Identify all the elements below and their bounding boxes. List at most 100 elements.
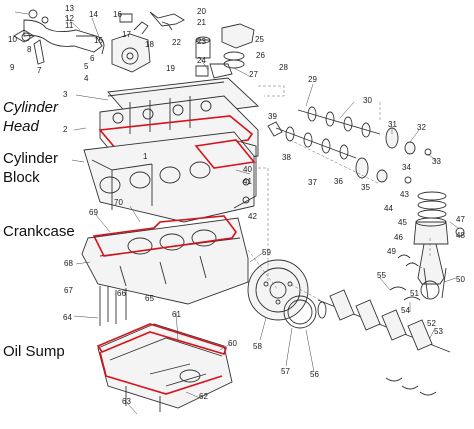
sump-base-highlight [99,351,223,395]
callout-42: 42 [248,212,257,221]
callout-25: 25 [255,35,264,44]
callout-64: 64 [63,313,72,322]
callout-11: 11 [65,21,74,30]
callout-21: 21 [197,18,206,27]
callout-numbers: 1 2 3 4 5 6 7 8 9 10 11 12 13 14 15 16 1… [8,4,465,406]
callout-44: 44 [384,204,393,213]
callout-36: 36 [334,177,343,186]
callout-4: 4 [84,74,89,83]
crankcase [81,215,249,305]
label-cylinder-head-1: Cylinder [3,99,59,116]
callout-24: 24 [197,56,206,65]
callout-32: 32 [417,123,426,132]
callout-62: 62 [199,392,208,401]
callout-12: 12 [65,14,74,23]
callout-51: 51 [410,289,419,298]
sump-gasket-highlight [96,323,228,355]
callout-66: 66 [117,289,126,298]
callout-63: 63 [122,397,131,406]
callout-45: 45 [398,218,407,227]
callout-58: 58 [253,342,262,351]
callout-52: 52 [427,319,436,328]
callout-65: 65 [145,294,154,303]
callout-22: 22 [172,38,181,47]
callout-38: 38 [282,153,291,162]
callout-6: 6 [90,54,95,63]
callout-53: 53 [434,327,443,336]
callout-60: 60 [228,339,237,348]
callout-9: 9 [10,63,15,72]
callout-13: 13 [65,4,74,13]
label-cylinder-head-2: Head [3,118,40,135]
flywheel [247,259,309,321]
leader-lines [14,11,459,415]
callout-68: 68 [64,259,73,268]
callout-40: 40 [243,165,252,174]
callout-57: 57 [281,367,290,376]
callout-54: 54 [401,306,410,315]
sump-bolts [99,286,161,412]
callout-41: 41 [243,177,252,186]
piston-assembly [397,191,465,300]
callout-31: 31 [388,120,397,129]
callout-16: 16 [113,10,122,19]
callout-35: 35 [361,183,370,192]
callout-61: 61 [172,310,181,319]
callout-26: 26 [256,51,265,60]
callout-67: 67 [64,286,73,295]
callout-28: 28 [279,63,288,72]
callout-47: 47 [456,215,465,224]
camshaft-lower [267,121,412,184]
label-cylinder-block-1: Cylinder [3,150,58,167]
label-oil-sump: Oil Sump [3,343,65,360]
callout-10: 10 [8,35,17,44]
label-crankcase: Crankcase [3,223,75,240]
callout-30: 30 [363,96,372,105]
oil-sump [96,323,233,409]
small-fitting [195,36,211,77]
block-gasket-highlight [194,139,256,169]
crank-seal [283,295,317,329]
callout-14: 14 [89,10,98,19]
callout-2: 2 [63,125,68,134]
callout-50: 50 [456,275,465,284]
temperature-sender [149,11,185,31]
callout-23: 23 [197,37,206,46]
pressure-cap [209,23,255,79]
callout-1: 1 [143,152,148,161]
callout-37: 37 [308,178,317,187]
callout-49: 49 [387,247,396,256]
callout-55: 55 [377,271,386,280]
crankcase-gasket-highlight [92,215,237,257]
callout-15: 15 [94,36,103,45]
callout-33: 33 [432,157,441,166]
callout-19: 19 [166,64,175,73]
callout-69: 69 [89,208,98,217]
callout-56: 56 [310,370,319,379]
callout-46: 46 [394,233,403,242]
callout-48: 48 [456,231,465,240]
assembly-lines [247,85,431,301]
callout-43: 43 [400,190,409,199]
callout-70: 70 [114,198,123,207]
callout-7: 7 [37,66,42,75]
callout-39: 39 [268,112,277,121]
label-cylinder-block-2: Block [3,169,40,186]
callout-17: 17 [122,30,131,39]
callout-5: 5 [84,62,89,71]
callout-34: 34 [402,163,411,172]
thermostat-housing [111,13,151,73]
callout-27: 27 [249,70,258,79]
callout-3: 3 [63,90,68,99]
callout-18: 18 [145,40,154,49]
callout-20: 20 [197,7,206,16]
cylinder-block [83,131,257,223]
camshaft-upper [297,106,432,156]
main-bearings [385,286,437,396]
callout-8: 8 [27,45,32,54]
crankshaft [317,289,451,353]
water-pipe-assembly [13,9,105,65]
callout-59: 59 [262,248,271,257]
